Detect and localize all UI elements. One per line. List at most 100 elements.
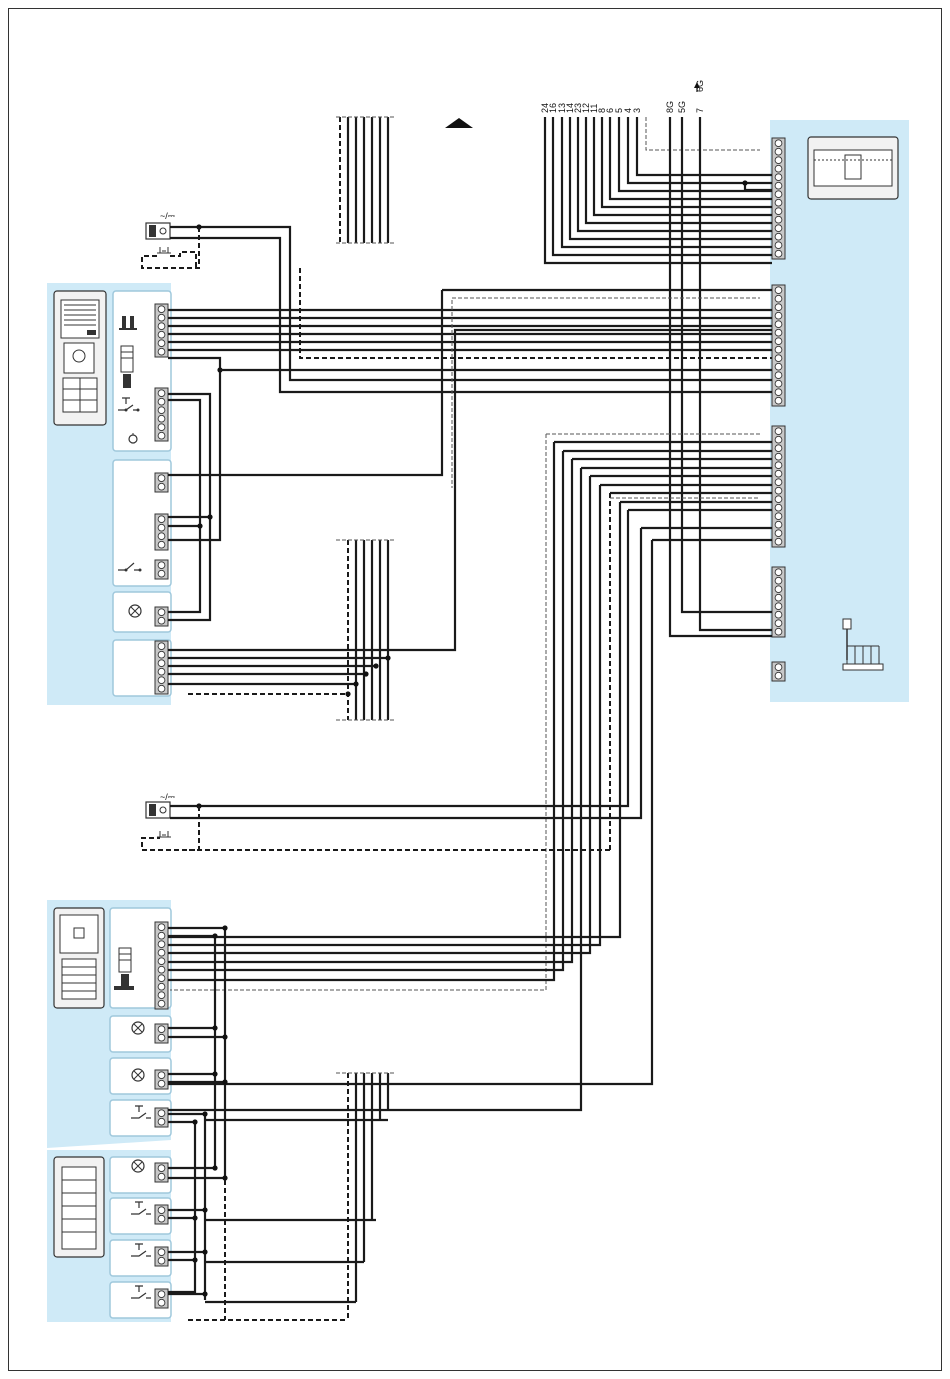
wire	[168, 451, 563, 970]
terminal-screw	[775, 577, 782, 584]
terminal-screw	[158, 483, 165, 490]
terminal-screw	[775, 496, 782, 503]
terminal-screw	[158, 533, 165, 540]
terminal-screw	[775, 462, 782, 469]
camera-panel-icon	[54, 291, 106, 425]
bus-label: 3	[632, 108, 642, 113]
terminal-screw	[158, 1173, 165, 1180]
wire	[700, 117, 772, 630]
terminal-screw	[158, 1165, 165, 1172]
terminal-screw	[158, 949, 165, 956]
junction-dot	[212, 1071, 217, 1076]
terminal-screw	[158, 390, 165, 397]
button-panel-icon	[54, 1157, 104, 1257]
terminal-screw	[775, 165, 782, 172]
wire	[670, 117, 772, 636]
terminal-screw	[775, 530, 782, 537]
terminal-screw	[158, 562, 165, 569]
bus-label: 7	[695, 108, 705, 113]
terminal-screw	[775, 479, 782, 486]
wire	[610, 117, 772, 199]
terminal-screw	[775, 603, 782, 610]
terminal-screw	[775, 380, 782, 387]
terminal-screw	[775, 304, 782, 311]
terminal-screw	[775, 329, 782, 336]
terminal-screw	[775, 620, 782, 627]
terminal-screw	[158, 1080, 165, 1087]
junction-dot	[222, 1034, 227, 1039]
terminal-screw	[775, 182, 782, 189]
wire	[619, 117, 772, 191]
terminal-screw	[158, 524, 165, 531]
terminal-screw	[775, 611, 782, 618]
terminal-screw	[158, 975, 165, 982]
junction-dot	[212, 1025, 217, 1030]
terminal-screw	[158, 1299, 165, 1306]
terminal-screw	[158, 331, 165, 338]
wire	[170, 434, 760, 990]
junction-dot	[363, 671, 368, 676]
terminal-screw	[158, 958, 165, 965]
power-symbol-top: ~/⎓	[160, 211, 175, 221]
junction-dot	[222, 1079, 227, 1084]
terminal-screw	[158, 306, 165, 313]
junction-dot	[192, 1215, 197, 1220]
wire	[646, 117, 760, 150]
bus-labels: 24161314231211865438G5G76G	[540, 80, 705, 113]
wire	[170, 252, 196, 268]
junction-dot	[212, 1165, 217, 1170]
terminal-screw	[775, 199, 782, 206]
terminal-screw	[775, 521, 782, 528]
terminal-screw	[158, 541, 165, 548]
terminal-screw	[775, 140, 782, 147]
terminal-screw	[158, 407, 165, 414]
wire	[168, 485, 600, 945]
terminal-screw	[158, 643, 165, 650]
junction-dot	[192, 1119, 197, 1124]
terminal-screw	[775, 569, 782, 576]
wire	[168, 442, 554, 980]
terminal-screw	[158, 1257, 165, 1264]
junction-dot	[222, 925, 227, 930]
terminal-screw	[775, 372, 782, 379]
terminal-screw	[158, 966, 165, 973]
terminal-screw	[158, 651, 165, 658]
terminal-screw	[158, 1118, 165, 1125]
terminal-screw	[775, 470, 782, 477]
terminal-screw	[158, 1000, 165, 1007]
terminal-block	[772, 138, 785, 259]
terminal-screw	[775, 628, 782, 635]
terminal-blocks	[155, 138, 785, 1308]
terminal-screw	[158, 617, 165, 624]
keypad-panel-icon	[54, 908, 104, 1008]
terminal-screw	[158, 1215, 165, 1222]
bus-label: 8G	[665, 101, 675, 113]
junction-dot	[192, 1257, 197, 1262]
terminal-screw	[158, 1249, 165, 1256]
terminal-screw	[158, 323, 165, 330]
terminal-screw	[775, 312, 782, 319]
wire	[168, 1122, 195, 1292]
terminal-block	[772, 285, 785, 406]
control-unit-icon	[808, 137, 898, 199]
terminal-screw	[775, 355, 782, 362]
terminal-screw	[158, 924, 165, 931]
wire	[168, 468, 581, 1110]
junction-dot	[385, 655, 390, 660]
junction-dot	[353, 681, 358, 686]
terminal-screw	[158, 660, 165, 667]
terminal-screw	[775, 148, 782, 155]
bus-label: 5G	[677, 101, 687, 113]
terminal-screw	[775, 487, 782, 494]
junction-dot	[345, 691, 350, 696]
terminal-screw	[158, 340, 165, 347]
terminal-screw	[775, 191, 782, 198]
terminal-screw	[775, 157, 782, 164]
terminal-screw	[775, 672, 782, 679]
terminal-screw	[775, 453, 782, 460]
wire	[168, 1114, 205, 1300]
terminal-screw	[158, 1291, 165, 1298]
terminal-screw	[158, 432, 165, 439]
terminal-screw	[158, 983, 165, 990]
terminal-screw	[775, 397, 782, 404]
